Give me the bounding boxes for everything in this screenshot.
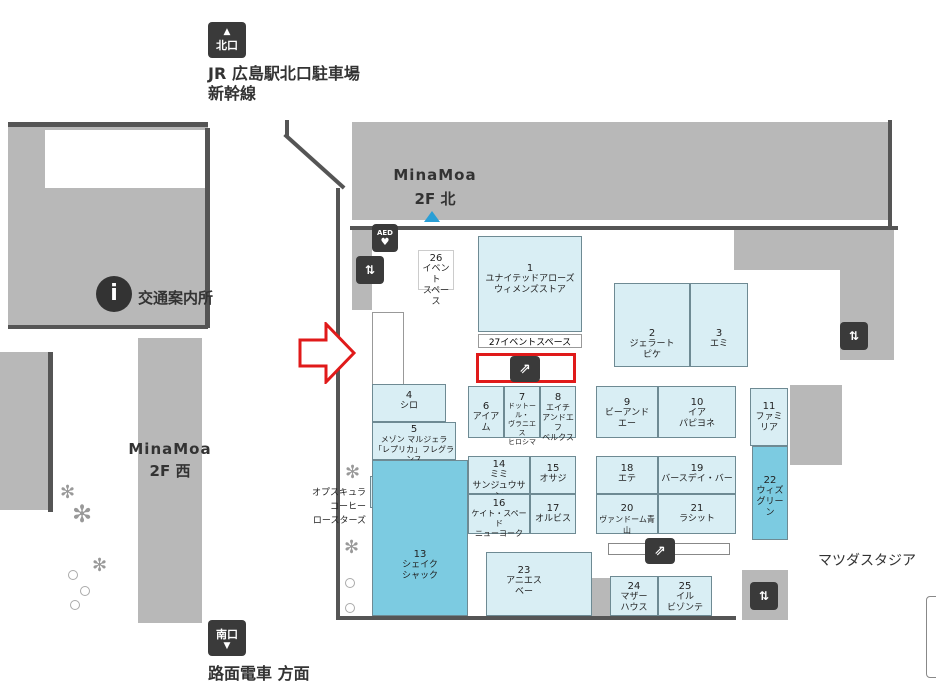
minamoa-north-building bbox=[352, 122, 888, 220]
minamoa-north-logo: MinaMoa bbox=[393, 166, 477, 184]
tree-icon: ✻ bbox=[92, 555, 108, 576]
aed-label: AED bbox=[376, 228, 393, 237]
elevator-icon[interactable]: ⇅ bbox=[750, 582, 778, 610]
escalator-icon[interactable]: ⇗ bbox=[645, 538, 675, 564]
shrub-icon bbox=[345, 578, 355, 588]
minamoa-west-logo: MinaMoa bbox=[128, 440, 212, 458]
shop-27[interactable]: 27イベントスペース bbox=[478, 334, 582, 348]
minamoa-north-floor: 2F 北 bbox=[414, 190, 456, 208]
location-marker-icon bbox=[424, 211, 440, 222]
shop-12-label: オプスキュラ コーヒー ロースターズ bbox=[311, 488, 366, 526]
shrub-icon bbox=[68, 570, 78, 580]
shrub-icon bbox=[345, 603, 355, 613]
east-building bbox=[790, 385, 842, 465]
south-exit-sign: 南口 ▼ bbox=[208, 620, 246, 656]
wall bbox=[283, 133, 346, 190]
highlight-arrow-icon bbox=[298, 322, 357, 384]
info-icon[interactable]: i bbox=[96, 276, 132, 312]
escalator-icon[interactable]: ⇗ bbox=[510, 356, 540, 382]
north-destination-line2: 新幹線 bbox=[208, 84, 257, 103]
wall bbox=[350, 226, 898, 230]
south-exit-label: 南口 bbox=[216, 627, 238, 641]
tree-icon: ✻ bbox=[72, 500, 93, 528]
north-destination-line1: JR 広島駅北口駐車場 bbox=[208, 64, 360, 83]
tree-icon: ✻ bbox=[60, 482, 76, 503]
west-lower-building bbox=[0, 352, 48, 510]
wall bbox=[48, 352, 53, 512]
wall bbox=[8, 325, 208, 329]
minamoa-west-building bbox=[138, 338, 202, 623]
wall bbox=[336, 616, 736, 620]
aed-icon[interactable]: AED♥ bbox=[372, 224, 398, 252]
north-destination: JR 広島駅北口駐車場 新幹線 bbox=[208, 64, 360, 104]
elevator-icon[interactable]: ⇅ bbox=[840, 322, 868, 350]
elevator-icon[interactable]: ⇅ bbox=[356, 256, 384, 284]
tree-icon: ✻ bbox=[345, 462, 361, 483]
info-label: 交通案内所 bbox=[138, 289, 214, 307]
north-exit-sign: ▲ 北口 bbox=[208, 22, 246, 58]
shrub-icon bbox=[70, 600, 80, 610]
stadium-label: マツダスタジア bbox=[818, 553, 916, 569]
tree-icon: ✻ bbox=[344, 537, 360, 558]
wall bbox=[888, 120, 892, 230]
north-exit-label: 北口 bbox=[216, 38, 238, 52]
shrub-icon bbox=[80, 586, 90, 596]
minamoa-west-floor: 2F 西 bbox=[149, 462, 191, 480]
wall bbox=[285, 120, 289, 136]
wall bbox=[205, 128, 210, 328]
side-panel bbox=[926, 596, 936, 678]
corridor bbox=[372, 312, 404, 386]
wall bbox=[8, 122, 208, 127]
east-building bbox=[734, 230, 894, 270]
south-destination: 路面電車 方面 bbox=[208, 664, 310, 683]
wall bbox=[336, 188, 340, 618]
west-courtyard bbox=[45, 130, 205, 188]
